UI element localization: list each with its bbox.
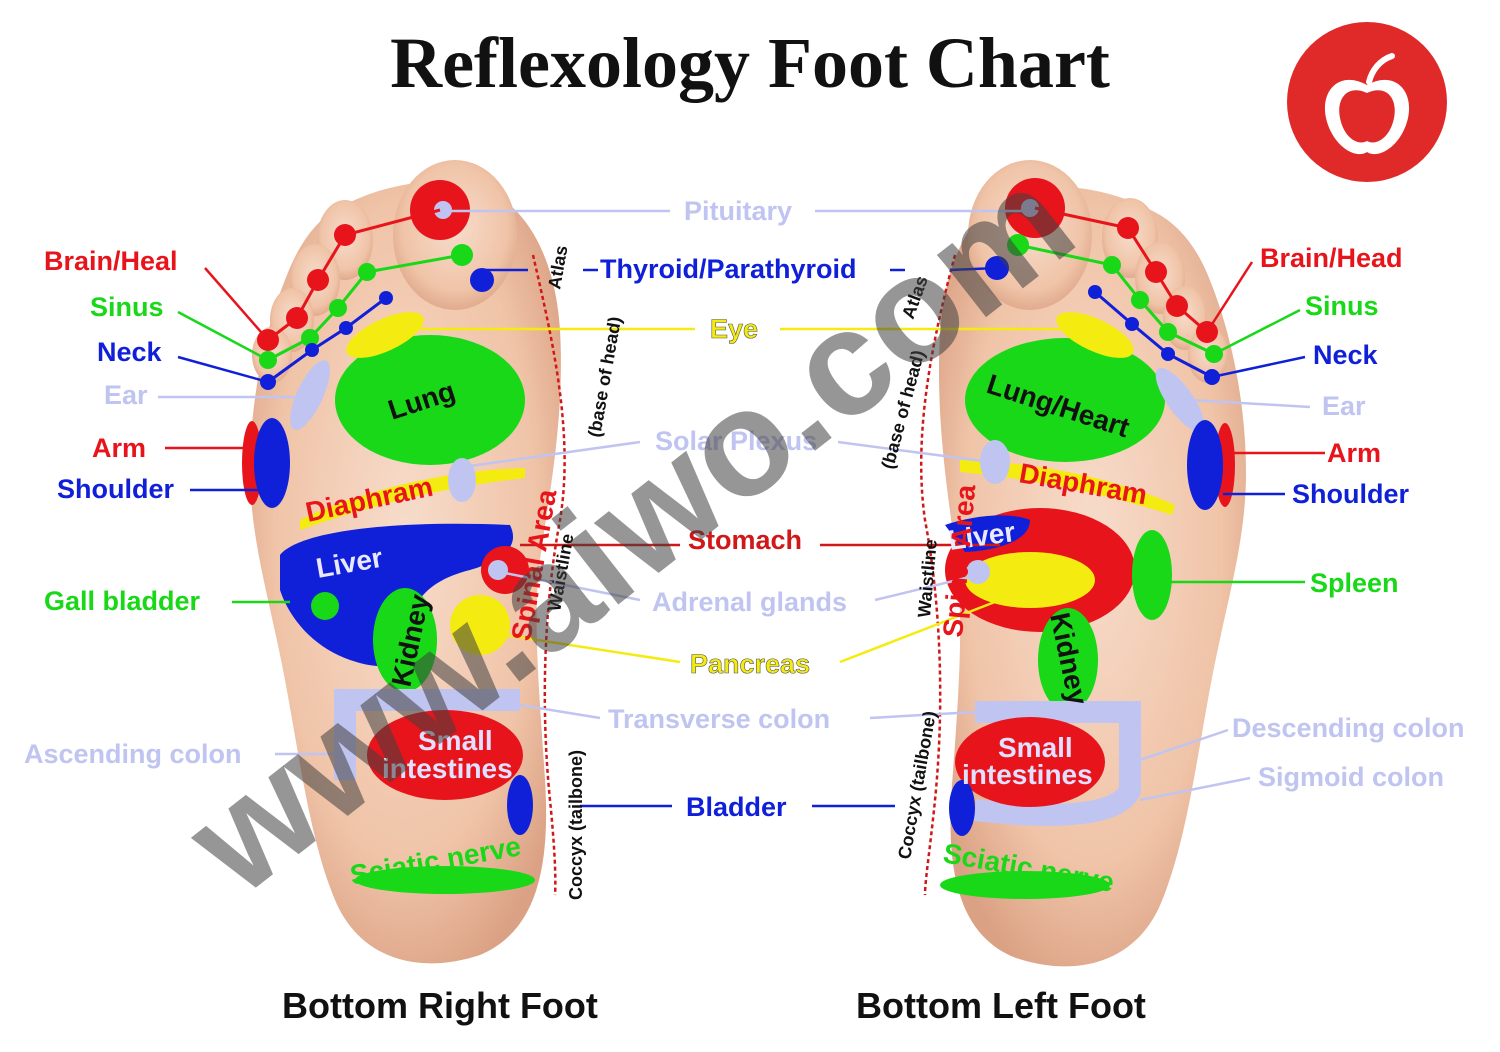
- organ-small-left-1: Small: [998, 732, 1073, 763]
- label-sinus-right: Sinus: [90, 292, 164, 322]
- left-pancreas-zone: [965, 552, 1095, 608]
- page-title: Reflexology Foot Chart: [390, 23, 1110, 103]
- label-arm-left: Arm: [1327, 438, 1381, 468]
- leader-lines: [158, 209, 1325, 808]
- right-colon-zone: [334, 689, 520, 780]
- left-waistline-label: Waistline: [914, 539, 941, 619]
- left-sciatic-zone: [940, 871, 1110, 899]
- right-eye-zone: [346, 312, 424, 358]
- left-eye-zone: [1056, 312, 1134, 358]
- left-small-intestines-zone: [955, 717, 1105, 807]
- label-ascending-colon: Ascending colon: [24, 739, 242, 769]
- left-spleen-zone: [1132, 530, 1172, 620]
- label-shoulder-right: Shoulder: [57, 474, 174, 504]
- organ-small-right-2: intestines: [382, 753, 513, 784]
- label-eye: Eye: [710, 314, 758, 344]
- label-transverse-colon: Transverse colon: [608, 704, 830, 734]
- right-coccyx-label: Coccyx (tailbone): [566, 750, 586, 900]
- label-pituitary: Pituitary: [684, 196, 792, 226]
- left-coccyx-label: Coccyx (tailbone): [894, 709, 940, 860]
- label-descending-colon: Descending colon: [1232, 713, 1465, 743]
- label-stomach: Stomach: [688, 525, 802, 555]
- left-lung-heart-zone: [965, 338, 1165, 462]
- label-sigmoid-colon: Sigmoid colon: [1258, 762, 1444, 792]
- caption-left-foot: Bottom Left Foot: [856, 985, 1146, 1026]
- left-kidney-zone: [1038, 608, 1098, 712]
- left-ear-zone: [1155, 367, 1205, 433]
- left-shoulder-zone: [1187, 420, 1223, 510]
- reference-labels: Brain/Heal Sinus Neck Ear Arm Shoulder G…: [24, 196, 1465, 822]
- organ-small-right-1: Small: [418, 725, 493, 756]
- label-shoulder-left: Shoulder: [1292, 479, 1409, 509]
- right-shoulder-zone: [254, 418, 290, 508]
- label-gall-bladder: Gall bladder: [44, 586, 201, 616]
- label-pancreas: Pancreas: [690, 649, 810, 679]
- label-sinus-left: Sinus: [1305, 291, 1379, 321]
- left-solar-plexus-zone: [980, 440, 1010, 484]
- right-sinus-line: [267, 253, 463, 362]
- right-small-intestines-zone: [367, 710, 523, 800]
- label-arm-right: Arm: [92, 433, 146, 463]
- right-atlas-label: Atlas: [544, 244, 571, 291]
- left-colon-zone: [973, 701, 1141, 826]
- left-liver-zone: [945, 515, 1030, 552]
- right-thyroid-zone: [470, 268, 494, 292]
- left-sinus-line: [1017, 243, 1215, 356]
- label-ear-left: Ear: [1322, 391, 1366, 421]
- caption-right-foot: Bottom Right Foot: [282, 985, 598, 1026]
- right-neck-line: [267, 296, 387, 384]
- label-thyroid: Thyroid/Parathyroid: [600, 254, 857, 284]
- right-adrenal-zone: [488, 560, 508, 580]
- right-brain-line: [267, 208, 441, 342]
- right-lung-zone: [335, 335, 525, 465]
- right-gall-bladder-zone: [311, 592, 339, 620]
- left-spine-line: [920, 254, 957, 896]
- right-sciatic-zone: [355, 866, 535, 894]
- left-pituitary-dot: [1021, 199, 1039, 217]
- label-brain-right: Brain/Heal: [44, 246, 178, 276]
- left-brain-line: [1034, 206, 1208, 334]
- left-adrenal-zone: [966, 560, 990, 584]
- right-base-head-label: (base of head): [584, 315, 625, 439]
- left-diaphram-zone: [960, 460, 1175, 515]
- left-bladder-zone: [949, 780, 975, 836]
- right-spine-line: [531, 254, 566, 896]
- label-spleen: Spleen: [1310, 568, 1399, 598]
- label-ear-right: Ear: [104, 380, 148, 410]
- right-pancreas-zone: [450, 595, 510, 655]
- label-adrenal-glands: Adrenal glands: [652, 587, 847, 617]
- left-foot: [920, 160, 1246, 967]
- right-kidney-zone: [373, 588, 437, 692]
- label-neck-left: Neck: [1313, 340, 1379, 370]
- label-bladder: Bladder: [686, 792, 787, 822]
- apple-logo-icon: [1287, 22, 1447, 182]
- right-ear-zone: [290, 360, 330, 430]
- organ-small-left-2: intestines: [962, 759, 1093, 790]
- right-solar-plexus-zone: [448, 458, 476, 502]
- right-foot: [242, 160, 566, 964]
- label-solar-plexus: Solar Plexus: [655, 426, 817, 456]
- label-neck-right: Neck: [97, 337, 163, 367]
- right-bladder-zone: [507, 775, 533, 835]
- label-brain-left: Brain/Head: [1260, 243, 1403, 273]
- left-neck-line: [1094, 290, 1213, 379]
